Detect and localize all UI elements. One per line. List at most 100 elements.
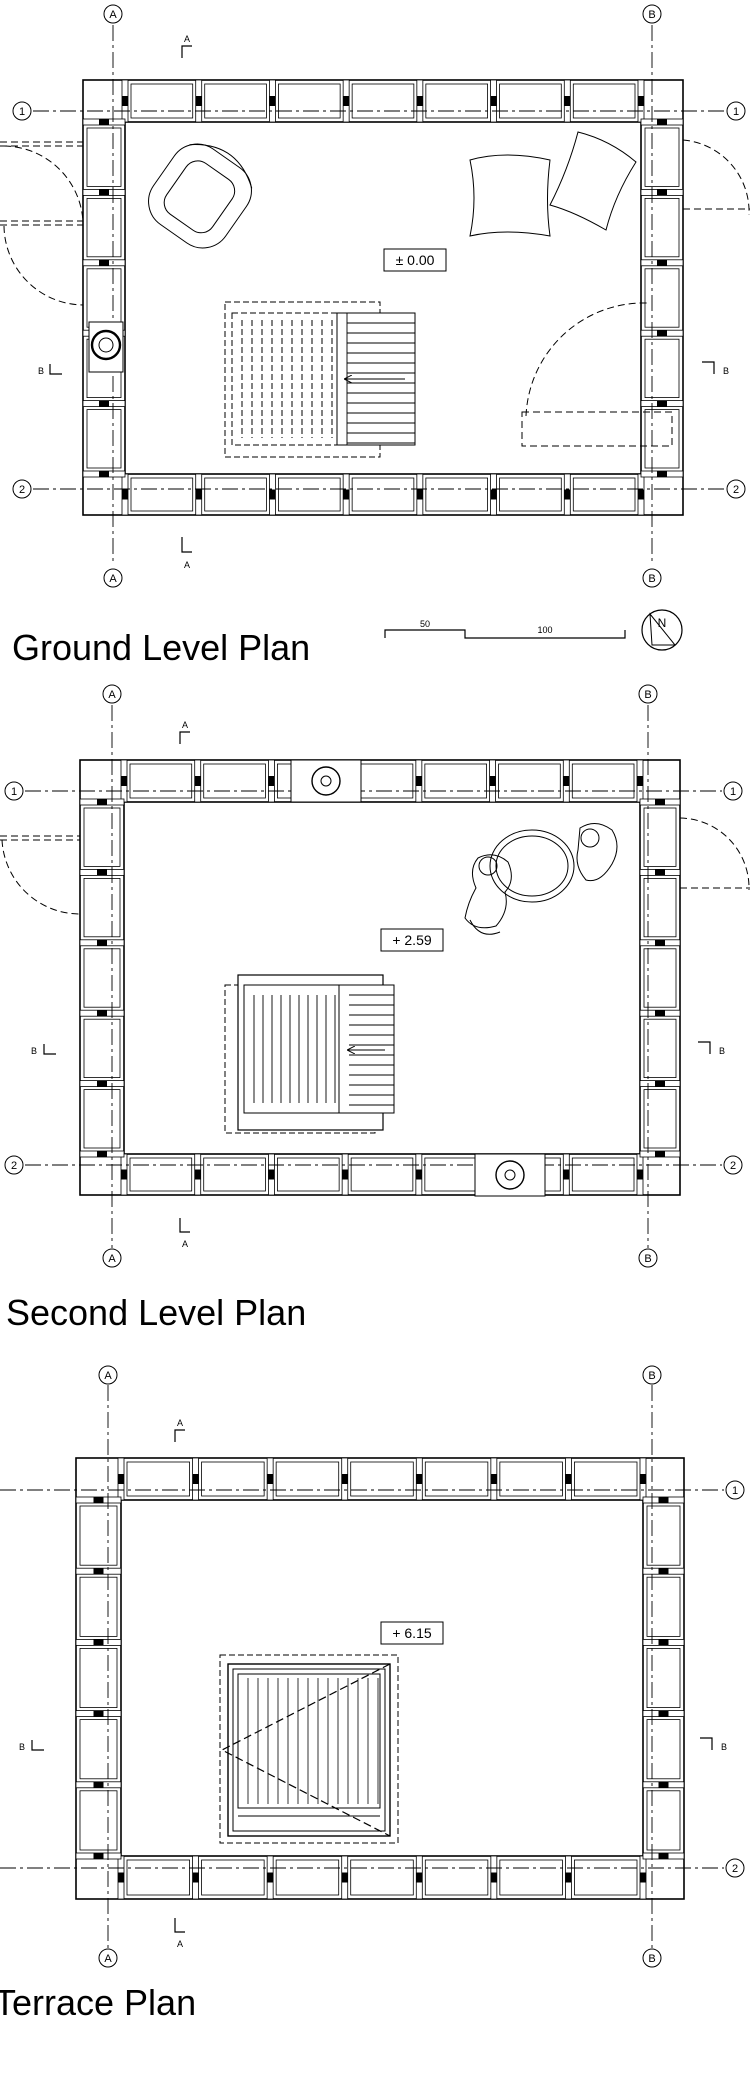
wall-connector <box>97 939 107 946</box>
wall-panel <box>79 1719 118 1780</box>
north-arrow-icon: N <box>641 609 683 651</box>
wall-connector <box>658 1853 669 1859</box>
wall-connector <box>122 96 128 106</box>
grid-bubble-2-right: 2 <box>723 1155 743 1175</box>
wall-panel <box>278 477 341 512</box>
section-mark-a-top: A <box>179 720 190 744</box>
wall-connector <box>121 1169 127 1180</box>
wall-panel <box>643 1018 677 1079</box>
wall-connector <box>658 1568 669 1575</box>
wall-connector <box>415 1169 422 1180</box>
wall-connector <box>118 1474 124 1484</box>
wall-panel <box>644 197 680 258</box>
wall-panel <box>277 1157 340 1192</box>
wall-connector <box>99 259 109 266</box>
wall-panel <box>203 763 266 799</box>
wall-modules <box>79 759 681 1196</box>
wall-connector <box>638 489 644 500</box>
wall-panel <box>275 1461 340 1497</box>
wall-panel <box>201 1859 265 1896</box>
wall-panel <box>646 1576 681 1637</box>
wall-panel <box>571 763 635 799</box>
wall-connector <box>194 1169 201 1180</box>
wall-connector <box>99 400 109 407</box>
svg-text:2: 2 <box>11 1160 17 1172</box>
wall-panel <box>499 477 562 512</box>
wall-connector <box>637 1169 643 1180</box>
armchair-icon <box>148 143 253 249</box>
svg-text:B: B <box>38 366 44 376</box>
svg-text:B: B <box>719 1046 725 1056</box>
section-mark-b-left: B <box>19 1740 44 1752</box>
wall-connector <box>657 259 667 266</box>
grid-lines <box>0 1385 724 1948</box>
wall-panel <box>644 268 680 328</box>
wall-panel <box>571 1157 635 1192</box>
wall-panel <box>126 1461 190 1497</box>
grid-bubble-1-right: 1 <box>725 1480 745 1500</box>
roof-hatch-icon <box>219 1654 399 1844</box>
wall-panel <box>572 477 636 512</box>
svg-text:A: A <box>108 689 116 701</box>
wall-connector <box>637 776 643 786</box>
wall-connector <box>93 1568 104 1575</box>
wall-panel <box>86 268 122 328</box>
svg-text:A: A <box>109 9 117 21</box>
section-mark-a-top: A <box>174 1418 185 1442</box>
wall-panel <box>83 1089 121 1149</box>
section-mark-b-right: B <box>700 1737 727 1752</box>
ground-level-plan: A B A B 1 1 2 <box>0 4 750 588</box>
wall-connector <box>416 1474 423 1484</box>
wall-connector <box>93 1639 104 1646</box>
wall-connector <box>268 776 275 786</box>
wall-panel <box>83 948 121 1008</box>
cushion-icon <box>469 131 637 237</box>
wall-connector <box>655 1010 665 1017</box>
wall-connector <box>657 119 667 125</box>
wall-panel <box>278 83 341 119</box>
wall-panel <box>644 409 680 469</box>
wall-connector <box>195 489 202 500</box>
wall-connector <box>655 869 665 876</box>
wall-panel <box>646 1505 681 1566</box>
wall-panel <box>424 1859 489 1896</box>
section-mark-b-right: B <box>698 1041 725 1056</box>
wall-panel <box>646 1719 681 1780</box>
wall-panel <box>574 1461 638 1497</box>
wall-connector <box>563 776 570 786</box>
grid-bubble-2-right: 2 <box>726 479 746 499</box>
grid-bubble-1-right: 1 <box>723 781 743 801</box>
wall-panel <box>86 409 122 469</box>
wall-panel <box>86 197 122 258</box>
outer-wall <box>75 1457 685 1900</box>
wall-connector <box>640 1474 646 1484</box>
wall-panel <box>424 1461 489 1497</box>
svg-text:1: 1 <box>733 106 739 118</box>
svg-text:2: 2 <box>730 1160 736 1172</box>
wall-panel <box>79 1505 118 1566</box>
wall-connector <box>490 1474 497 1484</box>
door-swing-icon <box>679 817 750 891</box>
wall-panel <box>643 807 677 867</box>
svg-text:N: N <box>658 616 667 630</box>
elevation-tag: + 6.15 <box>380 1621 444 1645</box>
wall-connector <box>93 1710 104 1717</box>
wall-connector <box>97 1151 107 1157</box>
wall-connector <box>194 776 201 786</box>
elevation-tag: ± 0.00 <box>383 248 447 272</box>
section-mark-a-bottom: A <box>181 537 192 570</box>
wall-connector <box>268 1169 275 1180</box>
wall-panel <box>79 1576 118 1637</box>
svg-text:B: B <box>648 1953 655 1965</box>
svg-text:2: 2 <box>732 1863 738 1875</box>
grid-bubble-b-bottom: B <box>638 1248 658 1268</box>
svg-text:1: 1 <box>19 106 25 118</box>
wall-connector <box>99 119 109 125</box>
wall-panel <box>424 763 487 799</box>
svg-text:1: 1 <box>11 786 17 798</box>
wall-connector <box>416 489 423 500</box>
stove-icon <box>88 321 124 373</box>
wall-connector <box>122 489 128 500</box>
plan-title-second: Second Level Plan <box>6 1292 306 1333</box>
